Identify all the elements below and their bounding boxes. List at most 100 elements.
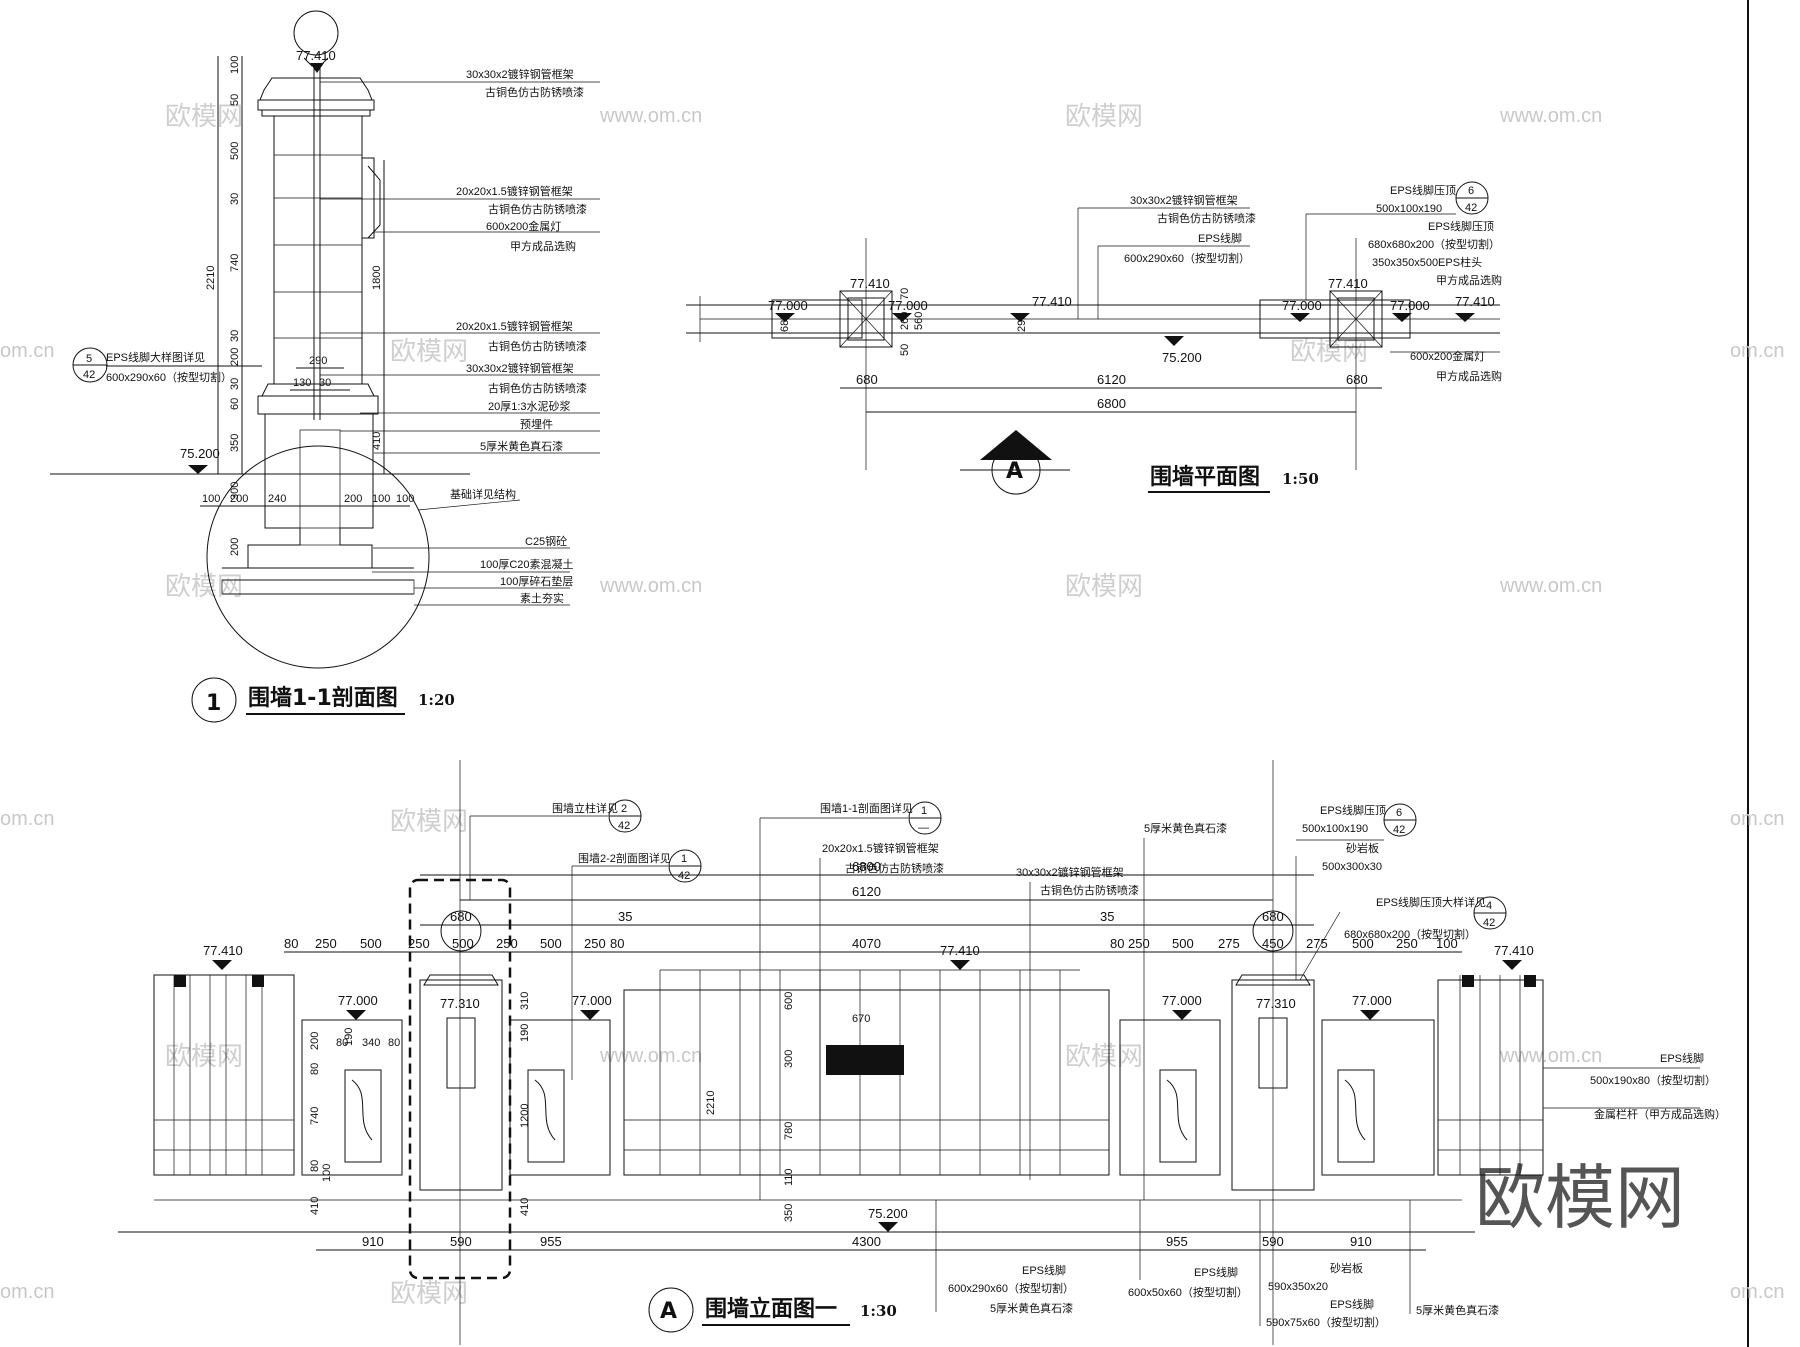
elev-ground: 75.200 [1162,350,1202,365]
watermark-brand: 欧模网 [390,337,468,367]
dim-text: 80 [309,1063,321,1075]
elev-mark: 77.310 [440,996,480,1011]
elev-ground: 75.200 [180,446,220,461]
dim-text: 740 [309,1107,321,1125]
elev-ground: 75.200 [868,1206,908,1221]
leader-label: 30x30x2镀锌钢管框架 [1130,193,1238,207]
dim-text: 80 [610,936,624,951]
leader-label: 素土夯实 [520,591,564,605]
elev-mark: 77.310 [1256,996,1296,1011]
leader-label: 古铜色仿古防锈喷漆 [485,85,584,99]
dim-text: 410 [309,1197,321,1215]
callout-sheet: 42 [1465,202,1477,214]
dim-text: 250 [408,936,430,951]
dim-text: 500 [360,936,382,951]
dim-text: 80 [309,1160,321,1172]
dim-text: 680 [450,909,472,924]
section-labels: 30x30x2镀锌钢管框架 古铜色仿古防锈喷漆 20x20x1.5镀锌钢管框架 … [320,67,600,606]
callout-sheet: 42 [1483,917,1495,929]
dim-text: 670 [852,1013,870,1025]
dim-text: 275 [1306,936,1328,951]
pillar [419,979,503,1191]
dim-text: 35 [1100,909,1114,924]
callout-text: 600x290x60（按型切割） [106,370,232,384]
dim-text: 250 [1128,936,1150,951]
leader-label: 30x30x2镀锌钢管框架 [466,361,574,375]
leader-label: 680x680x200（按型切割） [1344,927,1476,941]
leader-label: C25钢砼 [525,535,567,548]
elevation-marker [648,1287,694,1333]
dim-text: 680 [1262,909,1284,924]
leader-label: 600x290x60（按型切割） [948,1281,1074,1295]
leader-label: EPS线脚 [1198,231,1242,245]
dim-text: 200 [229,348,241,366]
watermark-url-edge: om.cn [0,340,54,362]
dim-text: 260 [899,312,911,330]
watermark-brand: 欧模网 [390,807,468,837]
watermark-url: www.om.cn [599,1045,702,1067]
section-marker [191,677,237,723]
leader-label: 20x20x1.5镀锌钢管框架 [456,184,573,198]
callout-number: 6 [1396,807,1402,819]
leader-label: 100厚碎石垫层 [500,574,573,588]
plan-scale: 1:50 [1282,470,1319,488]
dim-text: 2210 [205,266,217,290]
plan-drawing: 77.000 77.410 77.000 77.410 77.410 77.00… [686,181,1502,495]
dim-text: 4070 [852,936,881,951]
leader-label: 金属栏杆（甲方成品选购） [1594,1107,1726,1121]
dim-text: 240 [268,493,286,505]
dim-text: 300 [229,482,241,500]
dim-text: 340 [362,1037,380,1049]
elev-mark: 77.410 [850,276,890,291]
dim-text: 200 [230,493,248,505]
dim-text: 290 [309,355,327,367]
callout-number: 2 [621,803,627,815]
watermark-brand: 欧模网 [1065,572,1143,602]
dim-text: 80 [1110,936,1124,951]
leader-label: 600x200金属灯 [486,219,561,233]
dim-text: 350 [229,434,241,452]
leader-label: 590x75x60（按型切割） [1266,1315,1386,1329]
leader-label: 500x300x30 [1322,861,1382,873]
dim-text: 300 [783,1050,795,1068]
dim-text: 60 [229,398,241,410]
dim-text: 70 [899,288,911,300]
cut-arrow [980,430,1052,460]
dim-text: 100 [202,493,220,505]
callout-text: 围墙1-1剖面图详见 [820,801,913,815]
dim-text: 500 [229,142,241,160]
elev-top: 77.410 [296,48,336,63]
dim-text: 80 [336,1037,348,1049]
callout-number: 4 [1486,900,1492,912]
leader-label: EPS线脚 [1194,1265,1238,1279]
watermark-url: www.om.cn [1499,105,1602,127]
elevation-labels: 20x20x1.5镀锌钢管框架 古铜色仿古防锈喷漆 30x30x2镀锌钢管框架 … [819,821,1726,1329]
leader-label: 甲方成品选购 [1436,273,1502,287]
dim-text: 50 [899,344,911,356]
elev-mark: 77.000 [888,298,928,313]
pier [1119,1019,1221,1176]
elev-mark: 77.000 [1390,298,1430,313]
dim-text: 600 [783,992,795,1010]
leader-label: EPS线脚 [1660,1051,1704,1065]
dim-text: 130 [293,377,311,389]
leader-label: 600x290x60（按型切割） [1124,251,1250,265]
leader-label: EPS线脚 [1330,1297,1374,1311]
leader-label: 预埋件 [520,418,553,431]
leader-label: 20厚1:3水泥砂浆 [488,399,571,413]
callout-number: 1 [921,805,927,817]
dim-text: 560 [913,312,925,330]
leader-label: 甲方成品选购 [510,239,576,253]
fence-panel-middle [623,989,1110,1176]
watermarks: 欧模网 www.om.cn 欧模网 www.om.cn om.cn 欧模网 欧模… [0,102,1784,1309]
leader-label: 590x350x20 [1268,1281,1328,1293]
elev-mark: 77.000 [1162,993,1202,1008]
dim-text: 740 [229,254,241,272]
elev-mark: 77.410 [1494,943,1534,958]
watermark-brand: 欧模网 [1290,337,1368,367]
dim-text: 6120 [1097,372,1126,387]
dim-text: 100 [229,56,241,74]
leader-label: 甲方成品选购 [1436,369,1502,383]
dim-text: 6120 [852,884,881,899]
